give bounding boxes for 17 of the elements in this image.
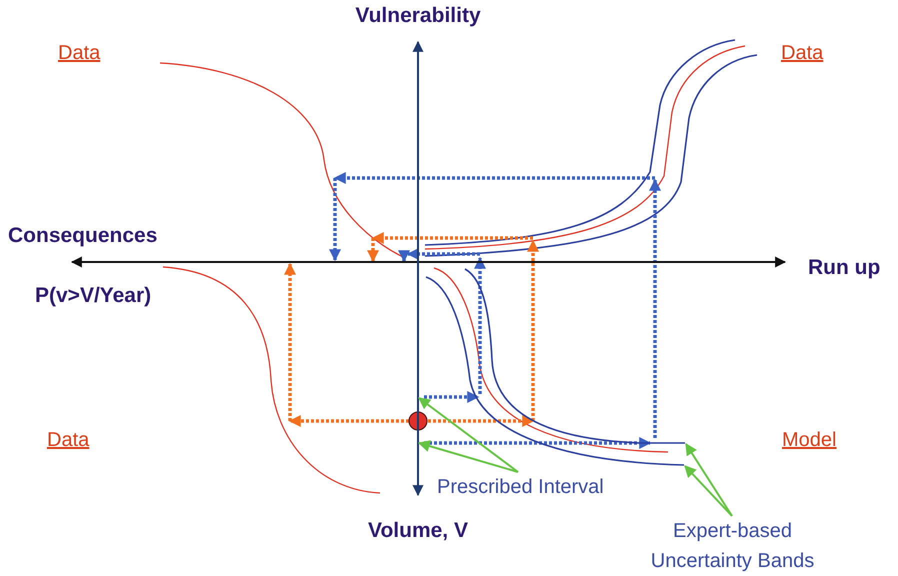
axis-label: Vulnerability	[355, 4, 481, 28]
uncertainty-bands	[426, 268, 685, 466]
data-label: Data	[781, 42, 824, 65]
axis-label: Run up	[808, 256, 880, 280]
data-label: Data	[58, 42, 100, 65]
axis-label: P(v>V/Year)	[35, 284, 152, 308]
model-label: Model	[782, 429, 836, 452]
axis-label: Volume, V	[368, 519, 468, 543]
leader-line	[418, 397, 519, 473]
vertical-axis	[412, 40, 424, 496]
data-label: Data	[47, 429, 90, 452]
axis-label: Consequences	[8, 224, 158, 248]
leader-line	[418, 440, 518, 473]
callout-text: Expert-based Uncertainty Bands	[650, 519, 816, 574]
leader-line	[684, 465, 733, 517]
leader-line	[685, 443, 733, 517]
callout-text: Prescribed Interval	[437, 475, 605, 500]
